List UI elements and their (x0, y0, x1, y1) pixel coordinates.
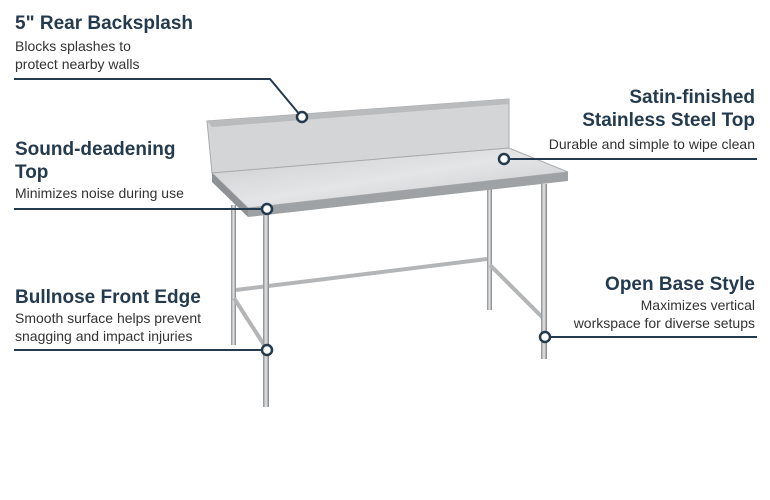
satin-top-desc: Durable and simple to wipe clean (548, 136, 755, 152)
desc-line: Maximizes vertical (640, 297, 755, 313)
desc-line: protect nearby walls (15, 56, 140, 72)
bullnose-desc: Smooth surface helps prevent snagging an… (15, 309, 201, 345)
desc-line: workspace for diverse setups (573, 315, 755, 331)
sound-deadening-desc: Minimizes noise during use (15, 185, 184, 201)
desc-line: Smooth surface helps prevent (15, 310, 201, 326)
open-base-desc: Maximizes vertical workspace for diverse… (574, 296, 755, 332)
backsplash-desc: Blocks splashes to protect nearby walls (15, 37, 140, 73)
open-base-title: Open Base Style (605, 274, 755, 295)
desc-line: snagging and impact injuries (15, 328, 193, 344)
desc-line: Blocks splashes to (15, 38, 131, 54)
title-line: Sound-deadening (15, 139, 176, 160)
backsplash-title: 5" Rear Backsplash (15, 13, 193, 34)
title-line: Satin-finished (629, 87, 755, 108)
worktop (210, 147, 569, 217)
satin-top-title: Satin-finished Stainless Steel Top (582, 86, 755, 132)
table-legs (231, 184, 547, 407)
title-line: Stainless Steel Top (582, 110, 755, 131)
title-line: Top (15, 162, 49, 183)
bullnose-title: Bullnose Front Edge (15, 287, 201, 308)
callout-dots (260, 110, 552, 357)
callout-lines (14, 78, 757, 351)
sound-deadening-title: Sound-deadening Top (15, 138, 175, 184)
